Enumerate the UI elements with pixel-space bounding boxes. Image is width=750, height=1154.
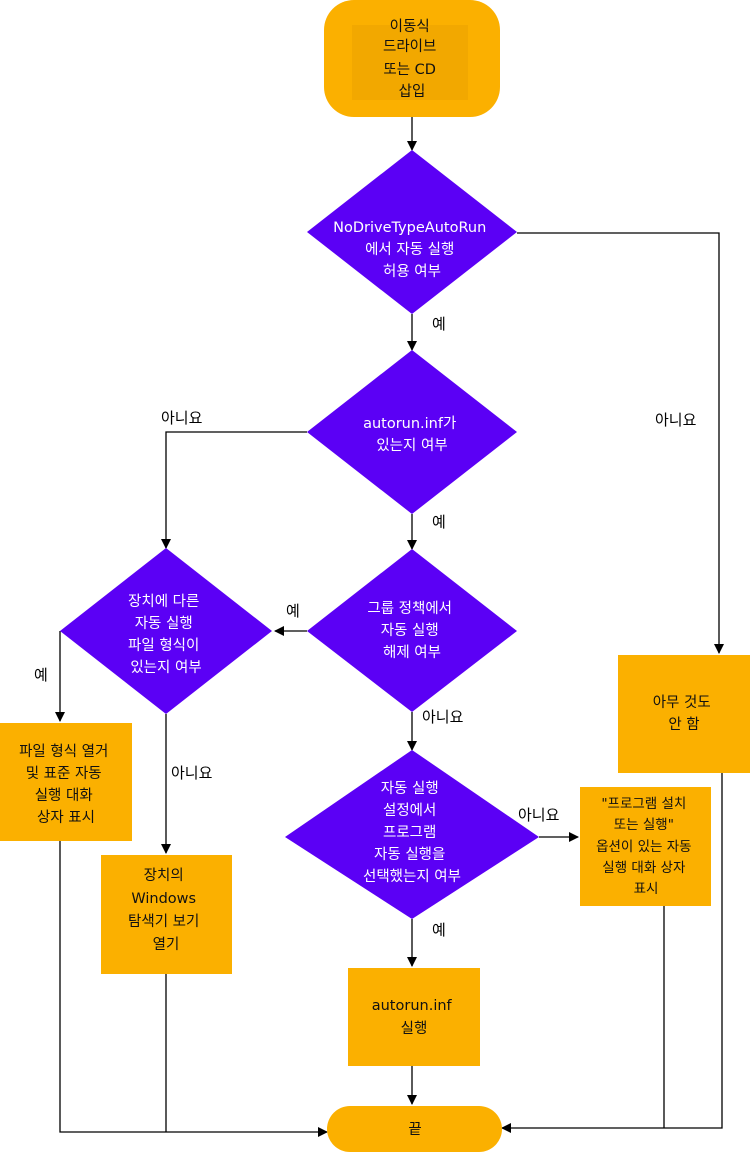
- label-setting-no: 아니요: [518, 806, 560, 824]
- process-open-explorer-label: 장치의 Windows 탐색기 보기 열기: [128, 867, 204, 953]
- process-do-nothing-label: 아무 것도 안 함: [653, 694, 716, 733]
- connectors: [55, 117, 724, 1137]
- decision-autoplay-setting: [285, 750, 539, 919]
- process-list-types-label: 파일 형식 열거 및 표준 자동 실행 대화 상자 표시: [19, 743, 113, 826]
- label-group-no: 아니요: [422, 708, 464, 726]
- process-list-types: [0, 723, 132, 841]
- end-label: 끝: [408, 1122, 421, 1138]
- node-labels: 이동식 드라이브 또는 CD 삽입 NoDriveTypeAutoRun 에서 …: [19, 18, 716, 1138]
- decision-autorun-inf-label: autorun.inf가 있는지 여부: [363, 415, 461, 454]
- end-terminal: [327, 1106, 502, 1152]
- edge-inf-no: [161, 431, 307, 549]
- process-open-explorer: [101, 855, 232, 974]
- edge-nodrive-no: [517, 232, 724, 654]
- label-device-no: 아니요: [171, 764, 213, 782]
- process-do-nothing: [618, 655, 750, 773]
- process-run-autorun: [348, 968, 480, 1066]
- decision-group-policy: [307, 549, 517, 712]
- edge-labels: 예 아니요 예 아니요 예 아니요 예 아니요 예 아니요: [34, 315, 697, 939]
- decision-device-type: [60, 548, 272, 714]
- label-nodrive-no: 아니요: [655, 411, 697, 429]
- label-inf-yes: 예: [432, 513, 446, 531]
- label-device-yes: 예: [34, 666, 48, 684]
- edge-list-to-end: [59, 841, 328, 1137]
- process-install-dialog: [580, 787, 711, 906]
- start-label: 이동식 드라이브 또는 CD 삽입: [383, 18, 441, 100]
- label-inf-no: 아니요: [161, 409, 203, 427]
- process-install-dialog-label: "프로그램 설치 또는 실행" 옵션이 있는 자동 실행 대화 상자 표시: [596, 796, 696, 897]
- process-run-autorun-label: autorun.inf 실행: [372, 998, 457, 1037]
- decision-nodrive: [307, 150, 517, 314]
- decision-autorun-inf: [307, 350, 517, 514]
- decision-autoplay-setting-label: 자동 실행 설정에서 프로그램 자동 실행을 선택했는지 여부: [363, 780, 461, 885]
- decision-device-type-label: 장치에 다른 자동 실행 파일 형식이 있는지 여부: [128, 593, 204, 676]
- start-inner-shade: [352, 25, 468, 100]
- label-nodrive-yes: 예: [432, 315, 446, 333]
- label-setting-yes: 예: [432, 921, 446, 939]
- decision-nodrive-label: NoDriveTypeAutoRun 에서 자동 실행 허용 여부: [333, 220, 491, 280]
- edge-nothing-to-end: [501, 773, 723, 1133]
- label-group-yes: 예: [286, 602, 300, 620]
- decision-group-policy-label: 그룹 정책에서 자동 실행 해제 여부: [367, 600, 456, 661]
